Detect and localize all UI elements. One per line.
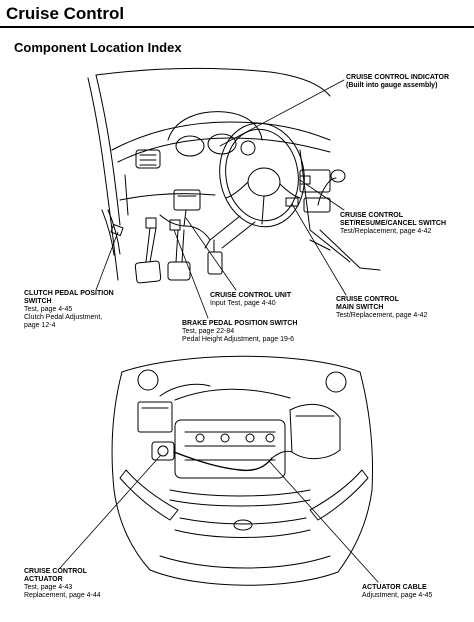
actuator-label: CRUISE CONTROL ACTUATOR Test, page 4-43 …	[24, 568, 101, 599]
section-title: Component Location Index	[14, 40, 182, 55]
title-divider	[0, 26, 474, 28]
main-switch-label: CRUISE CONTROL MAIN SWITCH Test/Replacem…	[336, 296, 428, 319]
clutch-pedal-switch-label: CLUTCH PEDAL POSITION SWITCH Test, page …	[24, 290, 114, 329]
set-resume-cancel-switch-label: CRUISE CONTROL SET/RESUME/CANCEL SWITCH …	[340, 212, 447, 235]
actuator-cable-label: ACTUATOR CABLE Adjustment, page 4-45	[362, 584, 433, 599]
engine-bay-illustration	[59, 355, 379, 586]
brake-pedal-switch-label: BRAKE PEDAL POSITION SWITCH Test, page 2…	[182, 320, 298, 343]
page-title: Cruise Control	[6, 4, 125, 23]
cruise-control-unit-label: CRUISE CONTROL UNIT Input Test, page 4-4…	[210, 292, 292, 307]
dashboard-illustration	[87, 67, 381, 319]
indicator-label: CRUISE CONTROL INDICATOR (Built into gau…	[346, 74, 450, 89]
